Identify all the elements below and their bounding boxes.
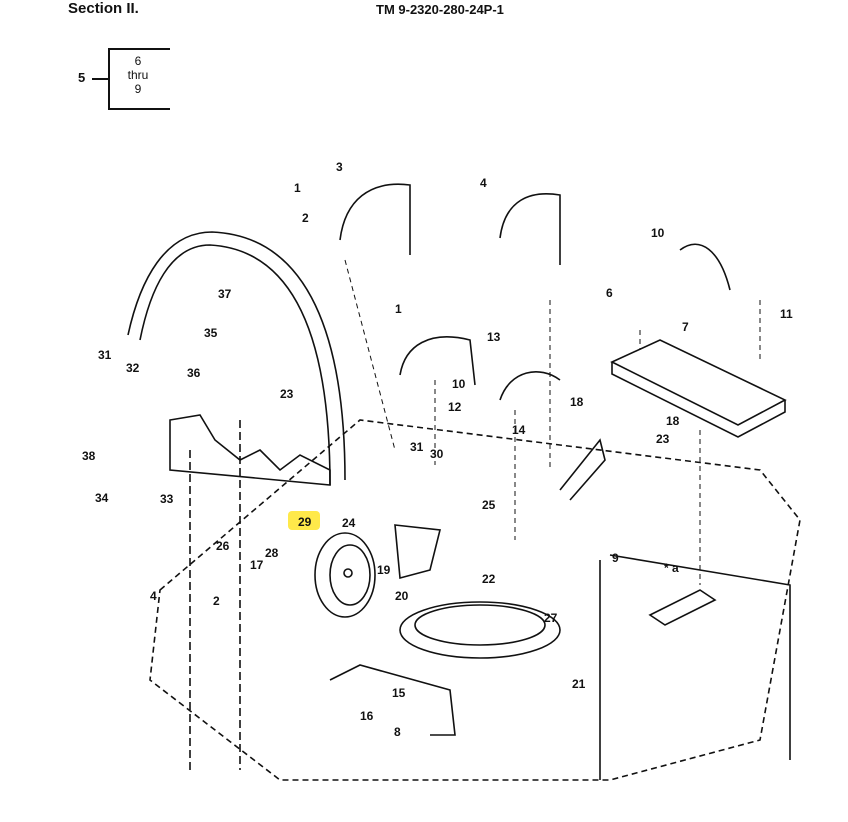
callout-11: 11 — [780, 307, 793, 321]
callout-2: 2 — [213, 594, 220, 608]
callout-32: 32 — [126, 361, 140, 375]
strap-10-upper — [679, 243, 731, 291]
callout-33: 33 — [160, 492, 174, 506]
highlight-marker — [288, 511, 320, 530]
callout-24: 24 — [342, 516, 356, 530]
callout-12: 12 — [448, 400, 462, 414]
foot-rest — [399, 601, 561, 659]
figure-reference-box: 5 6 thru 9 — [78, 48, 178, 110]
callout-30: 30 — [430, 447, 444, 461]
callout-25: 25 — [482, 498, 496, 512]
strap-3 — [339, 183, 411, 255]
callout-34: 34 — [95, 491, 109, 505]
callout-28: 28 — [265, 546, 279, 560]
callout-31: 31 — [410, 440, 424, 454]
base-panel-outline — [149, 419, 801, 781]
callout-20: 20 — [395, 589, 409, 603]
callout-23: 23 — [280, 387, 294, 401]
callout-17: 17 — [250, 558, 264, 572]
callout-31: 31 — [98, 348, 112, 362]
callout-18: 18 — [570, 395, 584, 409]
manual-number: TM 9-2320-280-24P-1 — [376, 2, 504, 17]
ref-range: 6 thru 9 — [112, 54, 164, 96]
callout-2: 2 — [302, 211, 309, 225]
arch-strap — [139, 244, 331, 486]
strap-10-lower — [499, 371, 561, 401]
callout-22: 22 — [482, 572, 496, 586]
callout-18: 18 — [666, 414, 680, 428]
callout-35: 35 — [204, 326, 218, 340]
strap-4-upper — [499, 193, 561, 265]
callout-27: 27 — [544, 611, 558, 625]
handle — [329, 664, 456, 736]
mount-plate — [394, 524, 441, 580]
ref-line-1: 6 — [134, 54, 142, 68]
callout-7: 7 — [682, 320, 689, 334]
callout-15: 15 — [392, 686, 406, 700]
callout-19: 19 — [377, 563, 391, 577]
mounting-bracket — [169, 414, 331, 486]
callout-1: 1 — [395, 302, 402, 316]
pulley-wheel — [314, 532, 376, 618]
callout-14: 14 — [512, 423, 526, 437]
tray — [610, 339, 787, 426]
strap-12 — [559, 438, 606, 501]
callout-4: 4 — [150, 589, 157, 603]
callout-a: * a — [664, 561, 679, 575]
strap-4-lower — [399, 336, 476, 386]
callout-36: 36 — [187, 366, 201, 380]
ref-bracket — [108, 48, 170, 110]
callout-10: 10 — [452, 377, 466, 391]
callout-3: 3 — [336, 160, 343, 174]
callout-1: 1 — [294, 181, 301, 195]
bracket-16 — [648, 589, 717, 626]
section-label: Section II. — [68, 0, 139, 17]
callout-21: 21 — [572, 677, 586, 691]
callout-16: 16 — [360, 709, 374, 723]
line-art — [127, 183, 801, 781]
callout-13: 13 — [487, 330, 501, 344]
callout-9: 9 — [612, 551, 619, 565]
callout-38: 38 — [82, 449, 96, 463]
callout-37: 37 — [218, 287, 232, 301]
callout-6: 6 — [606, 286, 613, 300]
callout-8: 8 — [394, 725, 401, 739]
ref-line-2: thru — [127, 68, 149, 82]
ref-source-number: 5 — [78, 70, 86, 85]
callout-4: 4 — [480, 176, 487, 190]
callout-10: 10 — [651, 226, 665, 240]
callout-23: 23 — [656, 432, 670, 446]
ref-tick — [92, 78, 108, 80]
callout-29: 29 — [298, 515, 312, 529]
callout-26: 26 — [216, 539, 230, 553]
ref-line-3: 9 — [134, 82, 142, 96]
